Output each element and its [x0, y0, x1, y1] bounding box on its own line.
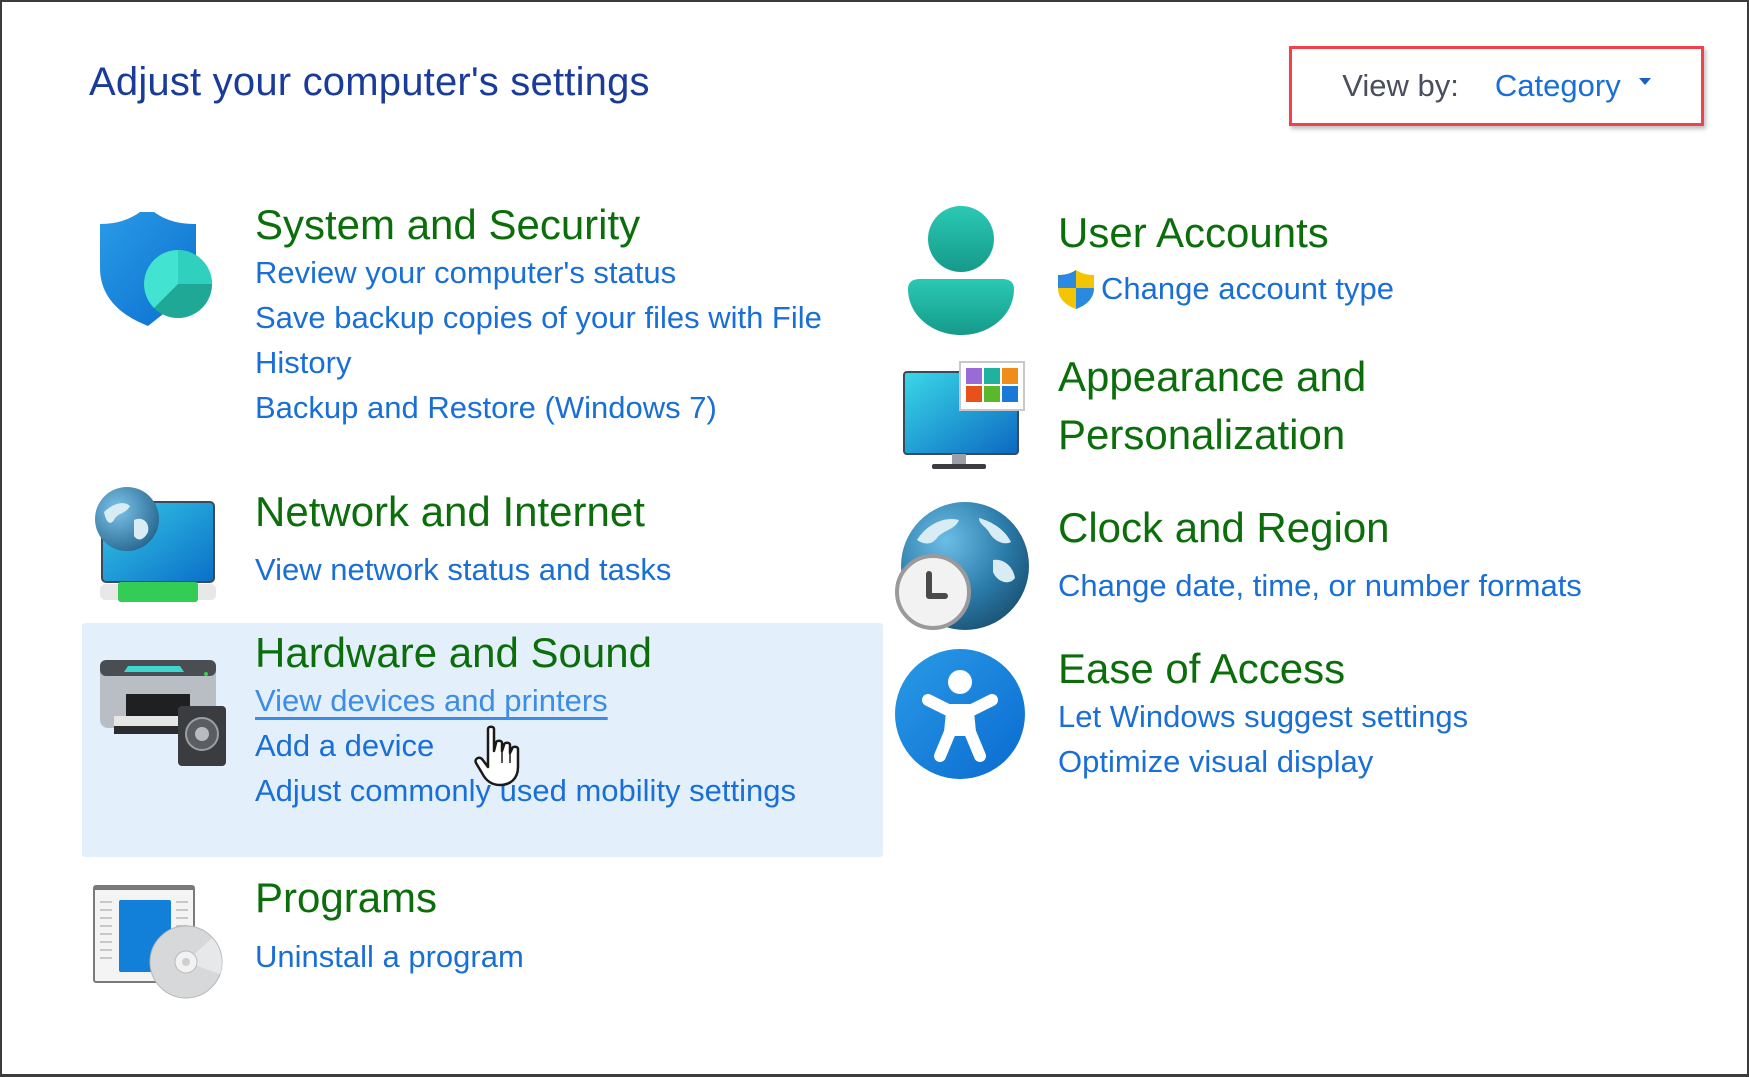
printer-speaker-icon[interactable]	[98, 658, 228, 775]
category-system-security: System and Security Review your computer…	[255, 200, 855, 430]
category-clock-region: Clock and Region Change date, time, or n…	[1058, 503, 1582, 608]
category-title-user-accounts[interactable]: User Accounts	[1058, 209, 1329, 256]
category-network-internet: Network and Internet View network status…	[255, 487, 671, 592]
category-title-network-internet[interactable]: Network and Internet	[255, 488, 645, 535]
category-ease-of-access: Ease of Access Let Windows suggest setti…	[1058, 644, 1468, 784]
category-user-accounts: User Accounts Change account type	[1058, 208, 1394, 311]
network-icon[interactable]	[94, 486, 220, 617]
link-network-status[interactable]: View network status and tasks	[255, 552, 672, 587]
accessibility-icon[interactable]	[894, 648, 1028, 785]
category-title-ease-of-access[interactable]: Ease of Access	[1058, 645, 1346, 692]
view-by-control: View by: Category	[1289, 46, 1704, 126]
category-title-appearance-line2[interactable]: Personalization	[1058, 411, 1346, 458]
category-title-programs[interactable]: Programs	[255, 874, 438, 921]
category-title-hardware-sound[interactable]: Hardware and Sound	[255, 629, 652, 676]
category-title-appearance-line1[interactable]: Appearance and	[1058, 353, 1367, 400]
page-title: Adjust your computer's settings	[89, 60, 650, 104]
link-file-history[interactable]: Save backup copies of your files with Fi…	[255, 300, 822, 380]
globe-clock-icon[interactable]	[893, 500, 1029, 639]
category-appearance-personalization: Appearance and Personalization	[1058, 348, 1366, 464]
shield-icon[interactable]	[96, 208, 222, 337]
link-review-status[interactable]: Review your computer's status	[255, 255, 677, 290]
link-add-device[interactable]: Add a device	[255, 728, 435, 763]
category-programs: Programs Uninstall a program	[255, 873, 524, 979]
view-by-label: View by:	[1342, 68, 1459, 103]
user-icon[interactable]	[902, 205, 1020, 342]
hand-cursor-icon	[474, 725, 524, 794]
monitor-tiles-icon[interactable]	[902, 360, 1026, 477]
link-mobility-settings[interactable]: Adjust commonly used mobility settings	[255, 773, 797, 808]
link-windows-suggest-settings[interactable]: Let Windows suggest settings	[1058, 699, 1469, 734]
category-title-system-security[interactable]: System and Security	[255, 201, 641, 248]
programs-icon[interactable]	[92, 884, 224, 1007]
link-change-account-type[interactable]: Change account type	[1101, 271, 1394, 306]
uac-shield-icon	[1058, 269, 1094, 309]
view-by-dropdown[interactable]: Category	[1495, 68, 1651, 104]
link-backup-restore[interactable]: Backup and Restore (Windows 7)	[255, 390, 717, 425]
category-hardware-sound: Hardware and Sound View devices and prin…	[255, 628, 796, 813]
link-uninstall-program[interactable]: Uninstall a program	[255, 939, 524, 974]
link-optimize-visual-display[interactable]: Optimize visual display	[1058, 744, 1374, 779]
chevron-down-icon	[1638, 77, 1651, 85]
category-title-clock-region[interactable]: Clock and Region	[1058, 504, 1390, 551]
link-change-date-time-formats[interactable]: Change date, time, or number formats	[1058, 568, 1582, 603]
link-devices-printers[interactable]: View devices and printers	[255, 683, 608, 718]
view-by-selected: Category	[1494, 68, 1621, 103]
